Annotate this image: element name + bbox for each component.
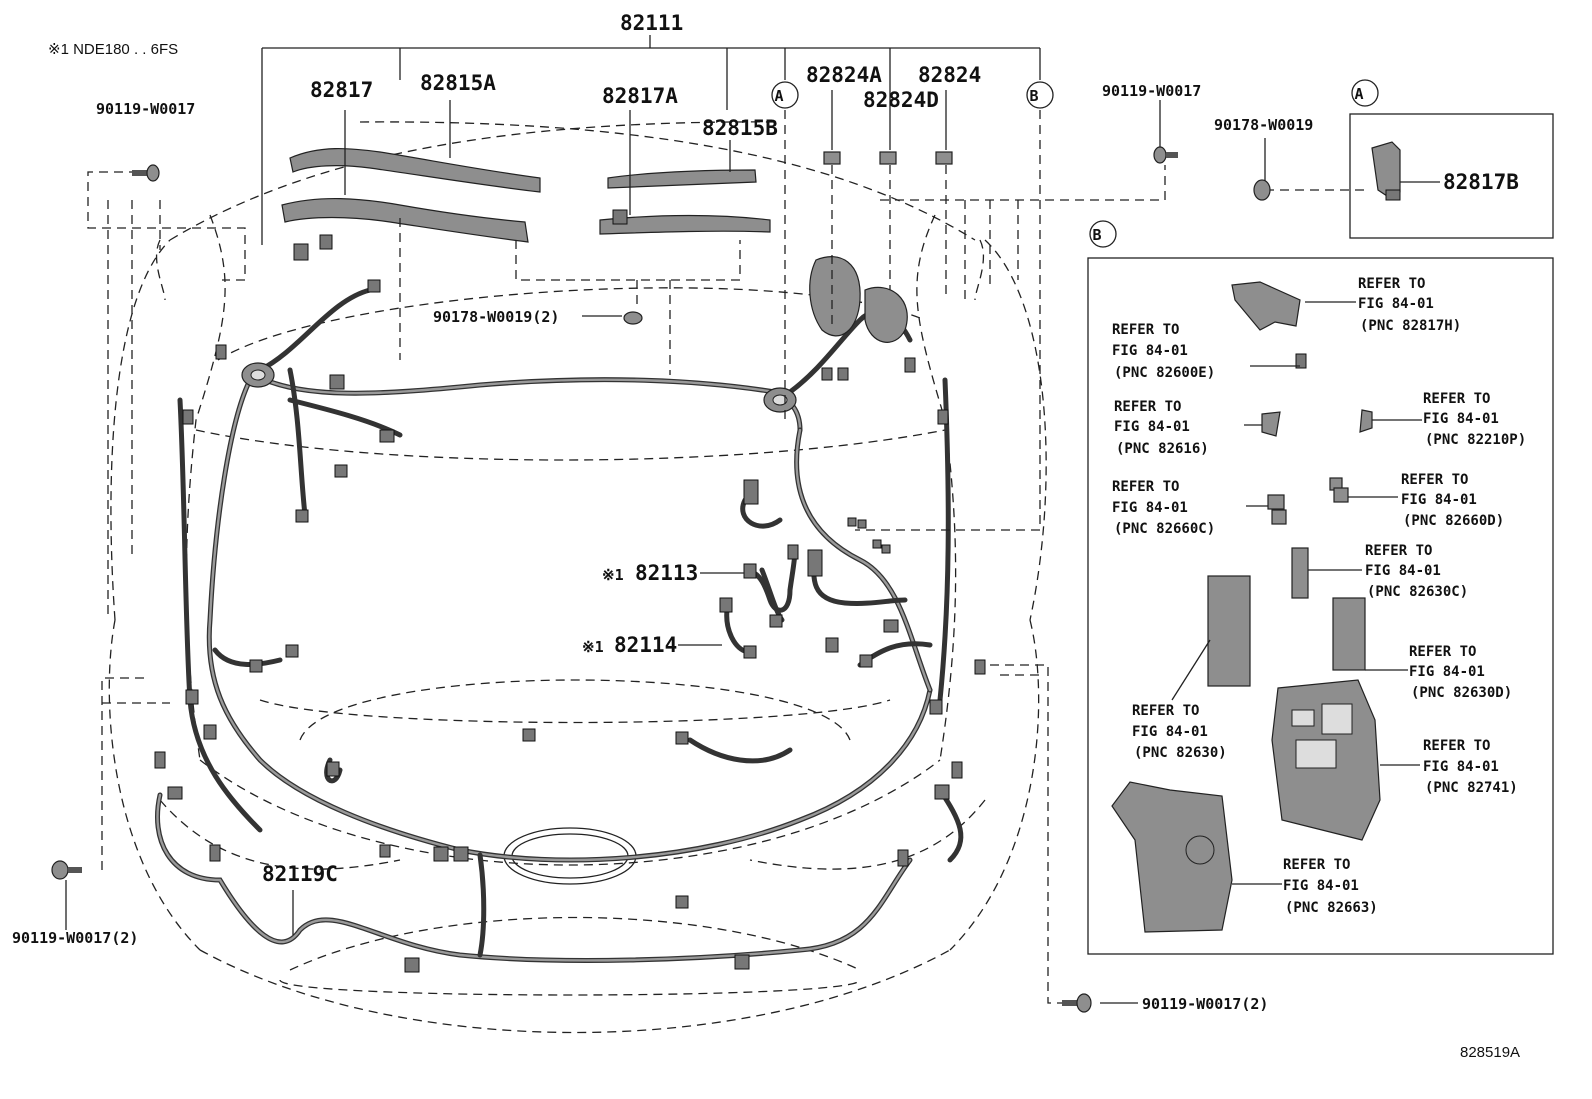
- svg-text:REFER TO: REFER TO: [1423, 391, 1490, 407]
- screw-icon-top-left: [132, 164, 160, 182]
- svg-text:(PNC 82663): (PNC 82663): [1285, 900, 1378, 916]
- label-82817B: 82817B: [1443, 170, 1519, 194]
- fastener-label-clip: 90178-W0019(2): [433, 308, 559, 326]
- sub-harness-82113-82114: [719, 544, 908, 659]
- svg-text:REFER TO: REFER TO: [1401, 472, 1468, 488]
- grommets: [241, 362, 797, 413]
- screw-icon-bottom-left: [51, 860, 82, 880]
- svg-text:FIG 84-01: FIG 84-01: [1423, 759, 1499, 775]
- svg-text:(PNC 82660C): (PNC 82660C): [1114, 521, 1215, 537]
- label-82815B: 82815B: [702, 116, 778, 140]
- svg-text:FIG 84-01: FIG 84-01: [1365, 563, 1441, 579]
- svg-text:FIG 84-01: FIG 84-01: [1112, 500, 1188, 516]
- label-82114: 82114: [614, 633, 677, 657]
- fastener-label-top-left: 90119-W0017: [96, 100, 195, 118]
- svg-text:FIG 84-01: FIG 84-01: [1409, 664, 1485, 680]
- label-82817: 82817: [310, 78, 373, 102]
- screw-icon-bottom-right: [1062, 993, 1092, 1013]
- circle-b-label-inset: B: [1092, 226, 1101, 244]
- svg-text:REFER TO: REFER TO: [1132, 703, 1199, 719]
- svg-text:(PNC 82741): (PNC 82741): [1425, 780, 1518, 796]
- svg-text:(PNC 82600E): (PNC 82600E): [1114, 365, 1215, 381]
- car-body-outline: [108, 121, 1047, 1034]
- star-mark-82113: ※1: [602, 566, 624, 584]
- fastener-label-bottom-left: 90119-W0017(2): [12, 929, 138, 947]
- applicability-note: ※1 NDE180 . . 6FS: [48, 41, 178, 58]
- fastener-label-bottom-right: 90119-W0017(2): [1142, 995, 1268, 1013]
- circle-b-label-main: B: [1029, 87, 1038, 105]
- refer-82817H: REFER TO FIG 84-01 (PNC 82817H): [1358, 276, 1461, 334]
- fastener-label-top-right: 90119-W0017: [1102, 82, 1201, 100]
- refer-82630: REFER TO FIG 84-01 (PNC 82630): [1132, 703, 1227, 761]
- svg-text:FIG 84-01: FIG 84-01: [1401, 492, 1477, 508]
- refer-82741: REFER TO FIG 84-01 (PNC 82741): [1423, 738, 1518, 796]
- svg-text:(PNC 82630D): (PNC 82630D): [1411, 685, 1512, 701]
- refer-82616: REFER TO FIG 84-01 (PNC 82616): [1114, 399, 1209, 457]
- svg-text:REFER TO: REFER TO: [1283, 857, 1350, 873]
- wire-protectors: [281, 148, 953, 343]
- svg-text:(PNC 82616): (PNC 82616): [1116, 441, 1209, 457]
- label-82824: 82824: [918, 63, 981, 87]
- circle-a-label-inset: A: [1354, 85, 1363, 103]
- label-82111: 82111: [620, 11, 683, 35]
- svg-text:FIG 84-01: FIG 84-01: [1112, 343, 1188, 359]
- svg-text:(PNC 82630C): (PNC 82630C): [1367, 584, 1468, 600]
- main-harness: [155, 287, 964, 963]
- refer-82210P: REFER TO FIG 84-01 (PNC 82210P): [1423, 391, 1526, 448]
- svg-text:FIG 84-01: FIG 84-01: [1114, 419, 1190, 435]
- refer-82660C: REFER TO FIG 84-01 (PNC 82660C): [1112, 479, 1215, 537]
- star-mark-82114: ※1: [582, 638, 604, 656]
- refer-82630D: REFER TO FIG 84-01 (PNC 82630D): [1409, 644, 1512, 701]
- diagram-id: 828519A: [1460, 1044, 1520, 1061]
- refer-82663: REFER TO FIG 84-01 (PNC 82663): [1283, 857, 1378, 916]
- svg-text:FIG 84-01: FIG 84-01: [1358, 296, 1434, 312]
- leader-lines: [65, 35, 1440, 1004]
- svg-text:REFER TO: REFER TO: [1114, 399, 1181, 415]
- svg-text:FIG 84-01: FIG 84-01: [1132, 724, 1208, 740]
- harness-connectors: [154, 234, 986, 973]
- svg-text:REFER TO: REFER TO: [1112, 322, 1179, 338]
- svg-text:REFER TO: REFER TO: [1112, 479, 1179, 495]
- refer-82630C: REFER TO FIG 84-01 (PNC 82630C): [1365, 543, 1468, 600]
- fastener-icons: [51, 146, 1271, 1013]
- svg-text:REFER TO: REFER TO: [1409, 644, 1476, 660]
- inset-b-box: [1087, 257, 1554, 955]
- svg-text:REFER TO: REFER TO: [1365, 543, 1432, 559]
- svg-text:(PNC 82210P): (PNC 82210P): [1425, 432, 1526, 448]
- label-82815A: 82815A: [420, 71, 496, 95]
- svg-text:REFER TO: REFER TO: [1358, 276, 1425, 292]
- clip-icon-inset: [1253, 179, 1271, 201]
- label-82817A: 82817A: [602, 84, 678, 108]
- label-82113: 82113: [635, 561, 698, 585]
- inset-a-box: [1349, 113, 1554, 239]
- svg-text:(PNC 82660D): (PNC 82660D): [1403, 513, 1504, 529]
- label-82824D: 82824D: [863, 88, 939, 112]
- label-82824A: 82824A: [806, 63, 882, 87]
- svg-text:FIG 84-01: FIG 84-01: [1423, 411, 1499, 427]
- label-82119C: 82119C: [262, 862, 338, 886]
- screw-icon-top-right: [1153, 146, 1178, 164]
- fastener-label-inset-a: 90178-W0019: [1214, 116, 1313, 134]
- circle-a-label-main: A: [774, 87, 783, 105]
- svg-text:(PNC 82817H): (PNC 82817H): [1360, 318, 1461, 334]
- refer-82600E: REFER TO FIG 84-01 (PNC 82600E): [1112, 322, 1215, 381]
- svg-text:(PNC 82630): (PNC 82630): [1134, 745, 1227, 761]
- refer-82660D: REFER TO FIG 84-01 (PNC 82660D): [1401, 472, 1504, 529]
- svg-text:REFER TO: REFER TO: [1423, 738, 1490, 754]
- svg-text:FIG 84-01: FIG 84-01: [1283, 878, 1359, 894]
- circle-markers: [771, 79, 1379, 248]
